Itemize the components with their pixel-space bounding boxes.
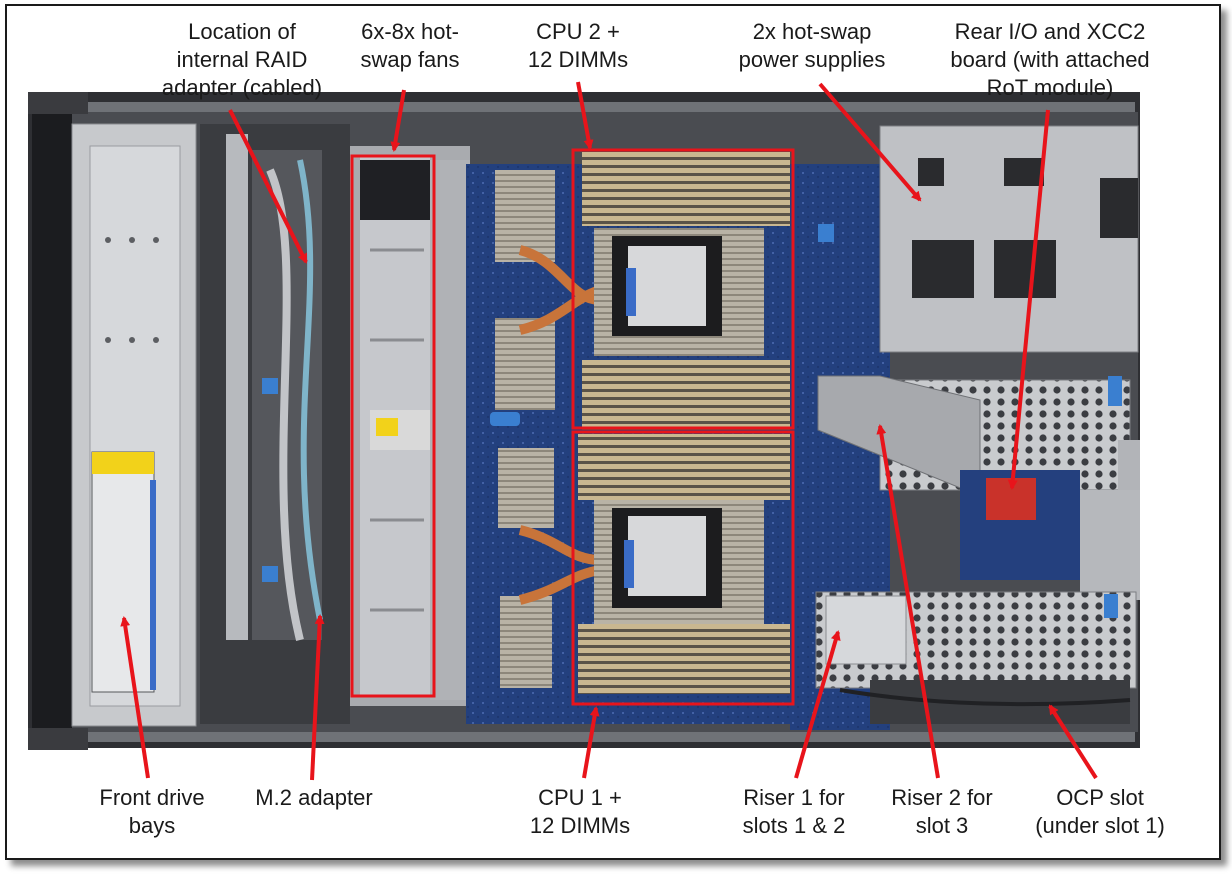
front-drive-bays [71, 123, 197, 727]
label-cpu2: CPU 2 +12 DIMMs [527, 19, 629, 72]
riser2-arrow [876, 424, 940, 779]
raid-arrow [228, 109, 308, 264]
cpu1-arrow [582, 706, 600, 779]
riser1-cage [815, 591, 1137, 724]
label-m2: M.2 adapter [255, 785, 373, 810]
service-label [91, 451, 155, 693]
label-fans: 6x-8x hot-swap fans [360, 19, 460, 72]
cpu2-arrow [576, 81, 594, 150]
label-ocp: OCP slot(under slot 1) [1035, 785, 1165, 838]
power-supplies [879, 125, 1139, 353]
fans-arrow [390, 89, 406, 152]
psu-arrow [818, 82, 922, 202]
fan-area [350, 146, 470, 706]
front-bays-arrow [120, 616, 150, 779]
front-bezel [32, 110, 72, 740]
backplane [200, 124, 350, 724]
cpu1-assembly [498, 434, 790, 694]
label-cpu1: CPU 1 +12 DIMMs [529, 785, 631, 838]
ocp-arrow [1048, 704, 1098, 780]
cpu1-highlight-box [571, 430, 795, 706]
m2-arrow [310, 614, 325, 781]
callout-arrows [120, 81, 1098, 781]
riser1-arrow [794, 630, 841, 779]
rear-io-board [960, 470, 1140, 600]
fans-highlight-box [350, 154, 436, 698]
cpu2-highlight-box [571, 148, 795, 430]
rear-io-arrow [1007, 109, 1050, 490]
cpu2-assembly [495, 152, 790, 430]
